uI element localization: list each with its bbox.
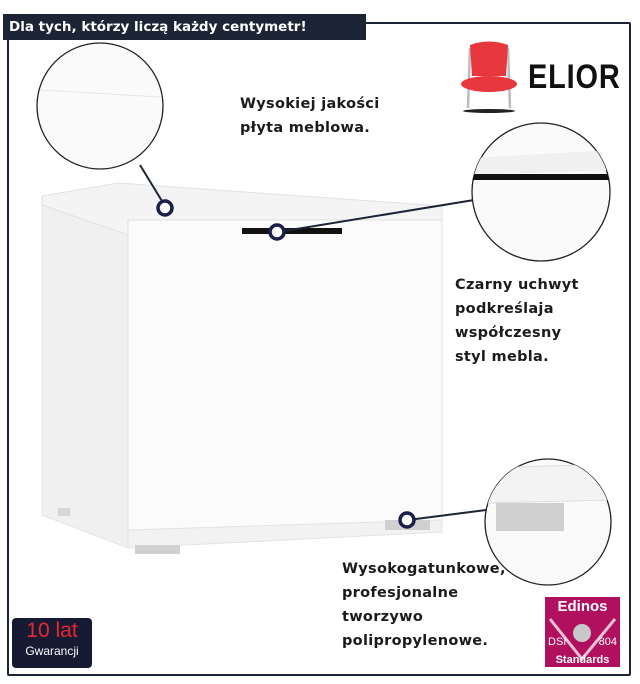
certificate-right: 804 bbox=[598, 636, 617, 648]
warranty-years: 10 lat bbox=[26, 619, 78, 642]
callout-line: podkreślaja bbox=[455, 301, 554, 317]
hotspot-handle bbox=[268, 223, 286, 241]
callout-line: Czarny uchwyt bbox=[455, 277, 579, 293]
callout-top: Wysokiej jakości płyta meblowa. bbox=[240, 92, 379, 140]
brand-logo: ELIOR bbox=[528, 58, 621, 96]
callout-handle: Czarny uchwyt podkreślaja współczesny st… bbox=[455, 273, 579, 369]
certificate-standards: Standards bbox=[555, 654, 610, 666]
hotspot-top bbox=[156, 199, 174, 217]
foot bbox=[135, 545, 180, 554]
headline-banner: Dla tych, którzy liczą każdy centymetr! bbox=[3, 14, 366, 40]
certificate-left: DSI bbox=[548, 636, 567, 648]
chair-logo-icon bbox=[461, 41, 517, 113]
foot bbox=[58, 508, 70, 516]
callout-line: płyta meblowa. bbox=[240, 120, 371, 136]
certificate-check-icon bbox=[548, 618, 617, 662]
detail-circle-handle bbox=[471, 122, 611, 262]
callout-line: Wysokiej jakości bbox=[240, 96, 380, 112]
detail-circle-top bbox=[36, 42, 164, 170]
warranty-badge: 10 lat Gwarancji bbox=[12, 618, 92, 668]
handle bbox=[242, 228, 342, 234]
callout-line: współczesny bbox=[455, 325, 562, 341]
hotspot-foot bbox=[398, 511, 416, 529]
certificate-name: Edinos bbox=[557, 598, 608, 615]
callout-line: polipropylenowe. bbox=[342, 633, 489, 649]
callout-line: profesjonalne bbox=[342, 585, 459, 601]
callout-line: styl mebla. bbox=[455, 349, 549, 365]
callout-foot: Wysokogatunkowe, profesjonalne tworzywo … bbox=[342, 557, 506, 653]
cabinet bbox=[41, 182, 443, 554]
certificate-badge: Edinos DSI 804 Standards bbox=[545, 597, 620, 667]
detail-circle-foot bbox=[484, 458, 612, 586]
callout-line: tworzywo bbox=[342, 609, 424, 625]
warranty-label: Gwarancji bbox=[25, 644, 79, 658]
callout-line: Wysokogatunkowe, bbox=[342, 561, 506, 577]
